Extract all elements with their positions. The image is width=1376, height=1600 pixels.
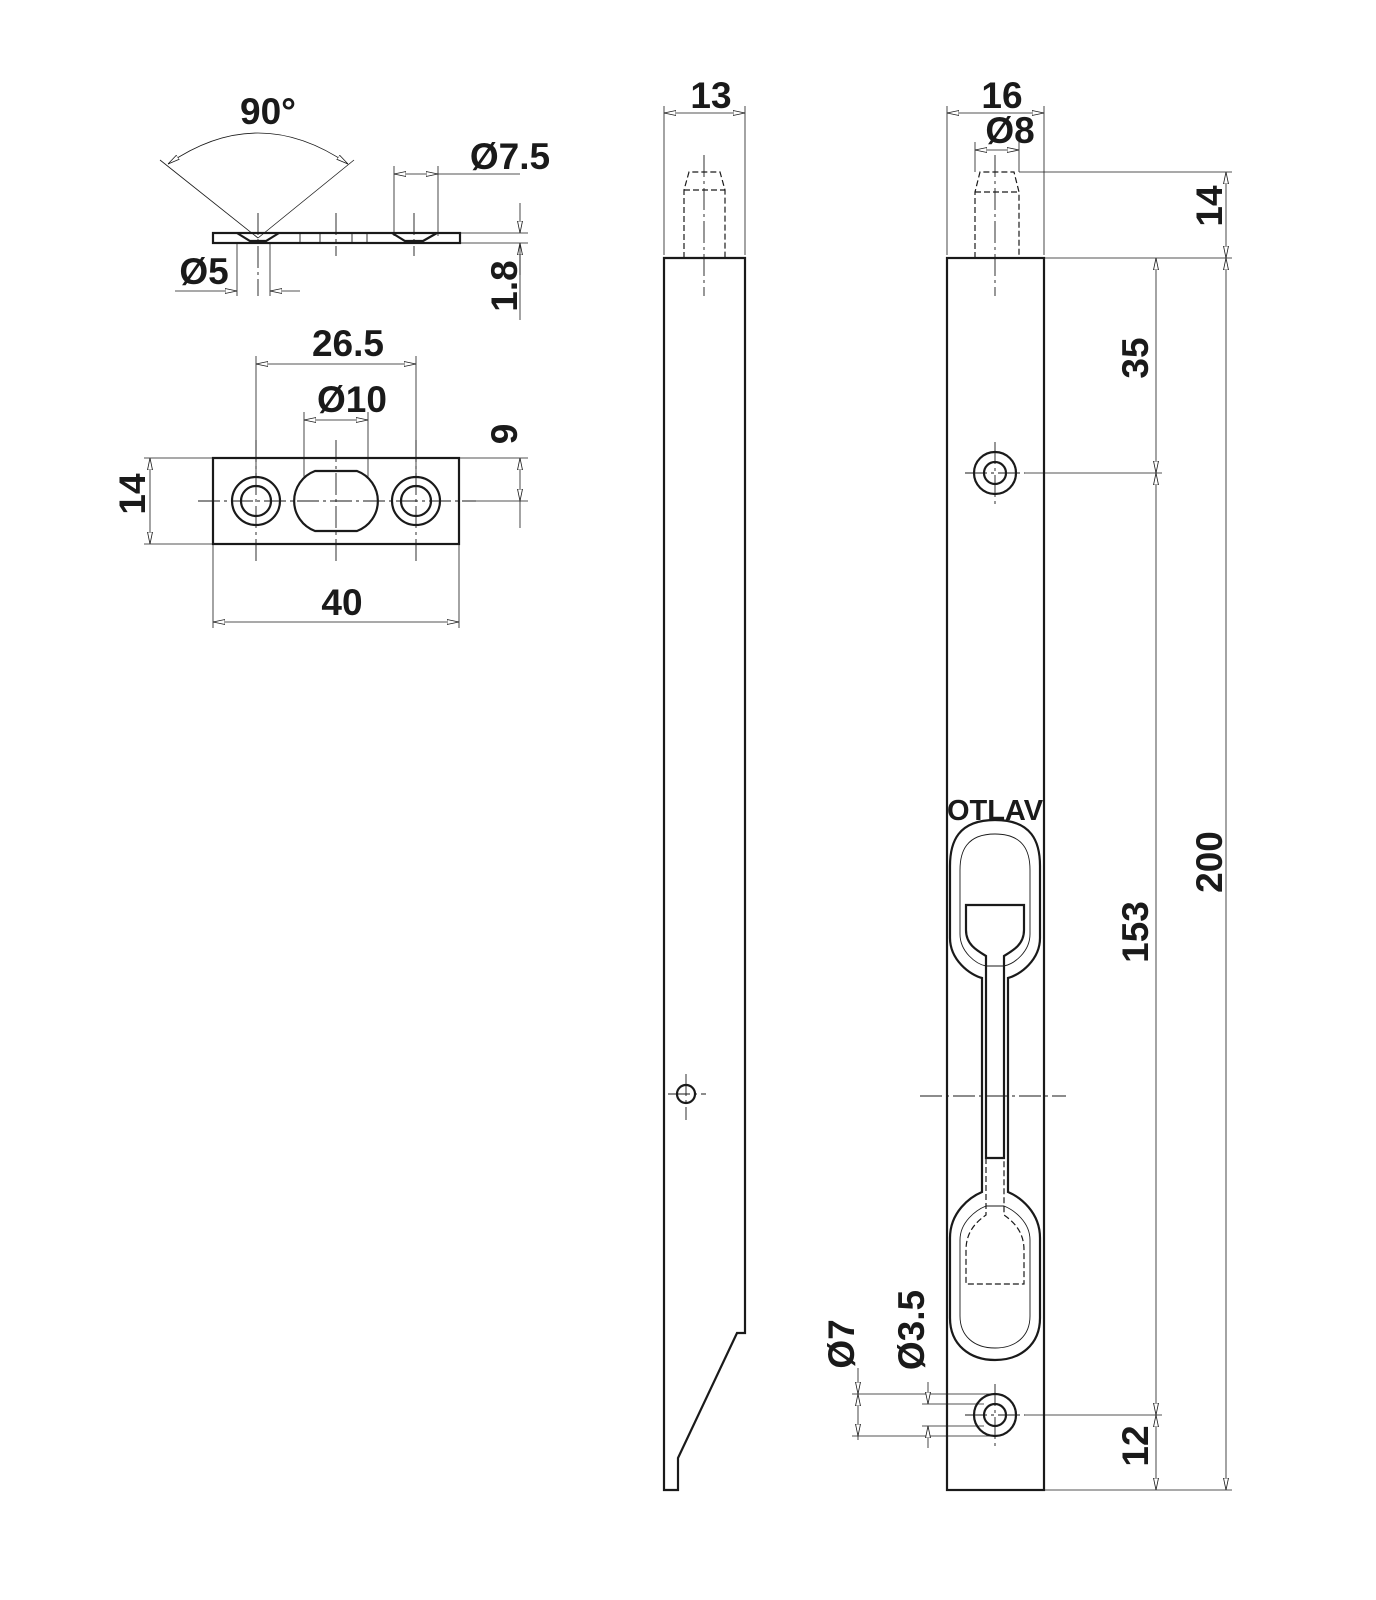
angle-extension-line	[159, 159, 259, 239]
angle-label: 90°	[240, 91, 296, 132]
height-label: 14	[112, 473, 153, 515]
brand-marking: OTLAV	[947, 795, 1044, 827]
thickness-label: 1.8	[484, 260, 525, 311]
bottom-hole-distance-label: 12	[1115, 1425, 1156, 1466]
angle-extension-line	[257, 159, 355, 239]
offset-label: 9	[484, 424, 525, 445]
slot-inner-lower	[959, 1205, 1031, 1349]
screw-diameter-label: Ø3.5	[891, 1290, 932, 1370]
pin-diameter-label: Ø8	[985, 110, 1034, 151]
angle-dimension-arc	[168, 132, 348, 164]
side-width-label: 13	[690, 75, 731, 116]
bolt-knob	[964, 903, 1026, 1160]
total-length-label: 200	[1189, 831, 1230, 893]
bolt-body-side-outline	[662, 256, 747, 1492]
bolt-front-view: OTLAV 16 Ø8 14 35 153 12 200	[821, 75, 1232, 1492]
length-label: 40	[321, 582, 362, 623]
top-hole-distance-label: 35	[1115, 337, 1156, 378]
hole-spacing-label: 153	[1115, 901, 1156, 963]
strike-plate-section-outline	[211, 231, 462, 245]
bolt-knob-hidden	[965, 1158, 1025, 1285]
pin-hidden-outline	[683, 171, 726, 258]
front-width-label: 16	[981, 75, 1022, 116]
hole-spacing-label: 26.5	[312, 323, 384, 364]
strike-plate-side-view: 90° Ø7.5 Ø5 1.8	[159, 91, 550, 320]
bolt-side-view: 13	[662, 75, 747, 1492]
pin-hidden-outline	[974, 171, 1020, 258]
pin-length-label: 14	[1189, 185, 1230, 227]
bolt-body-front-outline	[945, 256, 1046, 1492]
countersink-diameter-label: Ø7.5	[470, 136, 550, 177]
countersink-right	[391, 232, 438, 243]
slot-outer-outline	[948, 818, 1042, 1362]
bolt-hole-diameter-label: Ø10	[317, 379, 387, 420]
bolt-receiving-hole	[293, 469, 379, 533]
countersink-diameter-label: Ø7	[821, 1319, 862, 1368]
strike-plate-front-view: 26.5 Ø10 9 14 40	[112, 323, 528, 628]
slot-inner-upper	[959, 833, 1031, 967]
hole-diameter-label: Ø5	[179, 251, 228, 292]
